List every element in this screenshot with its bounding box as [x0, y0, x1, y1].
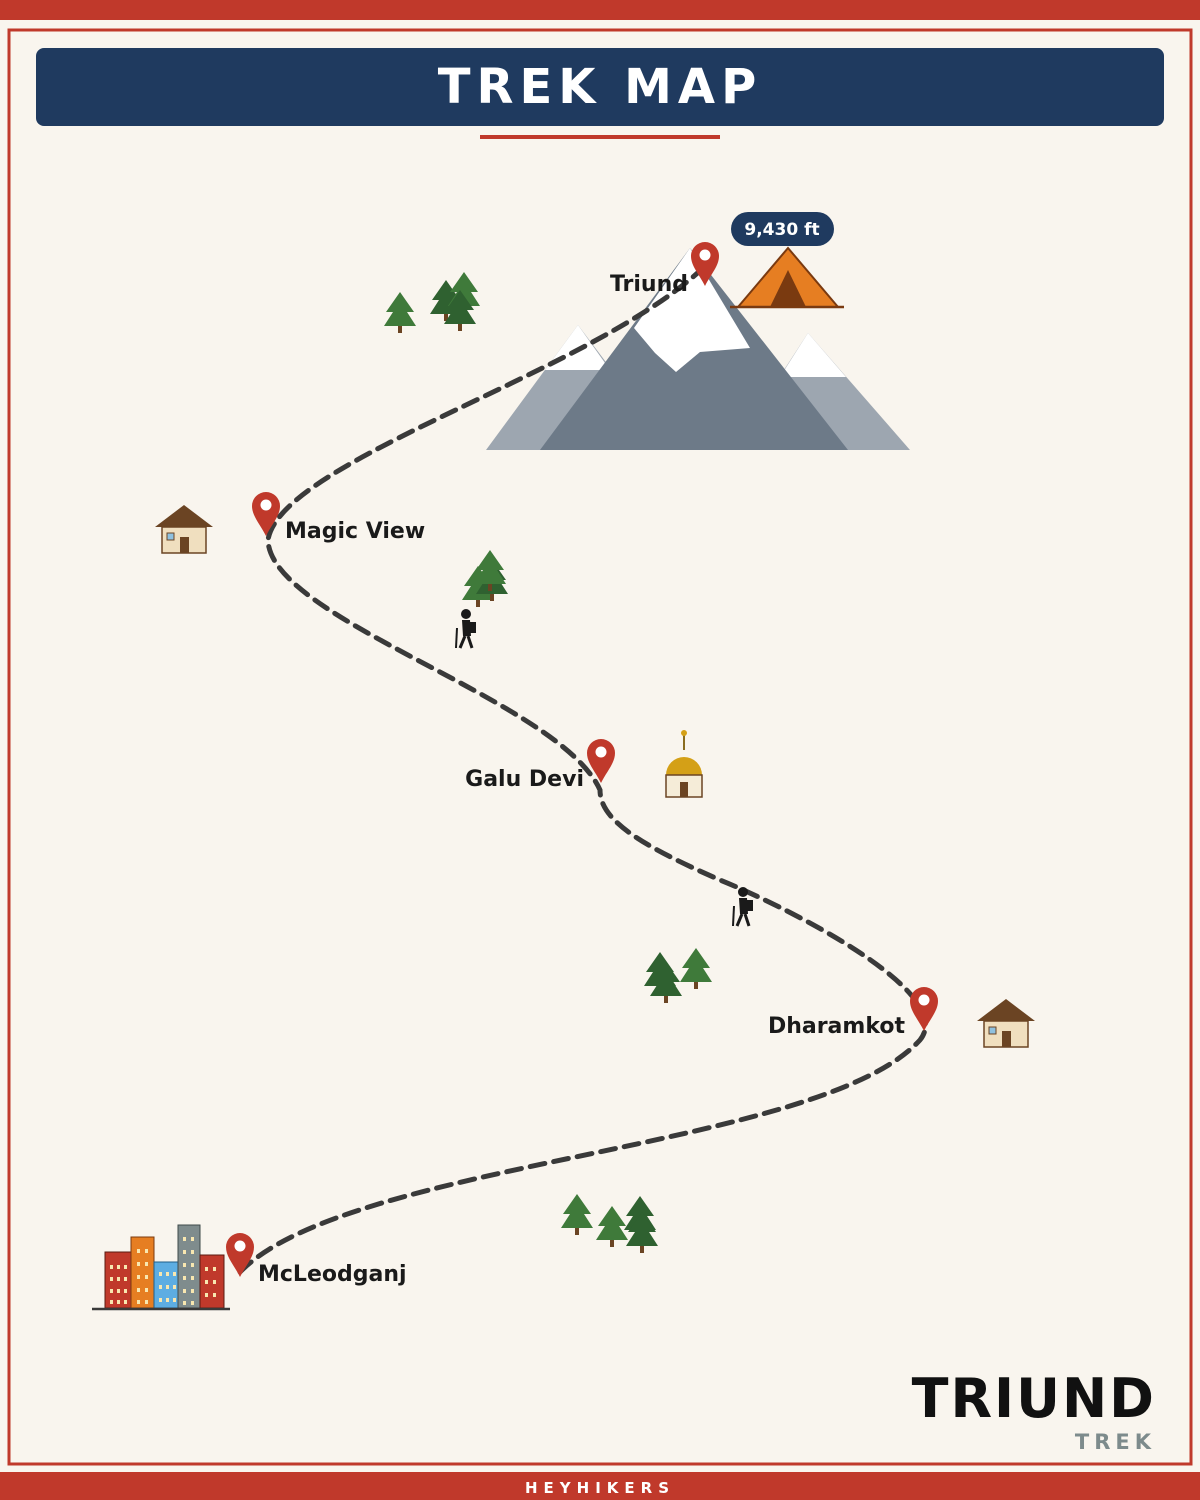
trek-route-path	[237, 262, 928, 1275]
brand-title: TRIUND	[912, 1367, 1156, 1430]
footer-text: HEYHIKERS	[525, 1479, 675, 1497]
brand-subtitle: TREK	[1075, 1430, 1156, 1454]
pine-tree-icon	[462, 550, 508, 607]
temple-icon	[665, 730, 703, 798]
pine-tree-icon	[384, 272, 480, 333]
house-icon	[976, 998, 1036, 1048]
hiker-icon	[454, 607, 478, 650]
altitude-badge: 9,430 ft	[731, 212, 834, 246]
header-banner	[36, 48, 1164, 126]
stop-label-magic-view: Magic View	[285, 519, 425, 544]
stop-label-galu-devi: Galu Devi	[465, 767, 584, 792]
house-icon	[154, 504, 214, 554]
map-pin-icon[interactable]	[587, 739, 615, 783]
altitude-label: 9,430 ft	[744, 220, 819, 240]
map-pin-icon[interactable]	[910, 987, 938, 1031]
stop-label-mcleodganj: McLeodganj	[258, 1262, 407, 1287]
stop-label-dharamkot: Dharamkot	[768, 1014, 906, 1039]
map-pin-icon[interactable]	[252, 492, 280, 536]
pine-tree-icon	[644, 948, 712, 1003]
mountain-icon	[486, 248, 910, 450]
city-buildings-icon	[92, 1224, 230, 1311]
pine-tree-icon	[561, 1194, 658, 1253]
title-underline	[480, 135, 720, 139]
top-band	[0, 0, 1200, 20]
footer-band	[0, 1472, 1200, 1500]
tent-icon	[730, 246, 844, 309]
page-title: TREK MAP	[438, 59, 763, 115]
border-frame	[7, 28, 1193, 1466]
map-pin-icon[interactable]	[226, 1233, 254, 1277]
stop-label-triund: Triund	[610, 272, 688, 297]
